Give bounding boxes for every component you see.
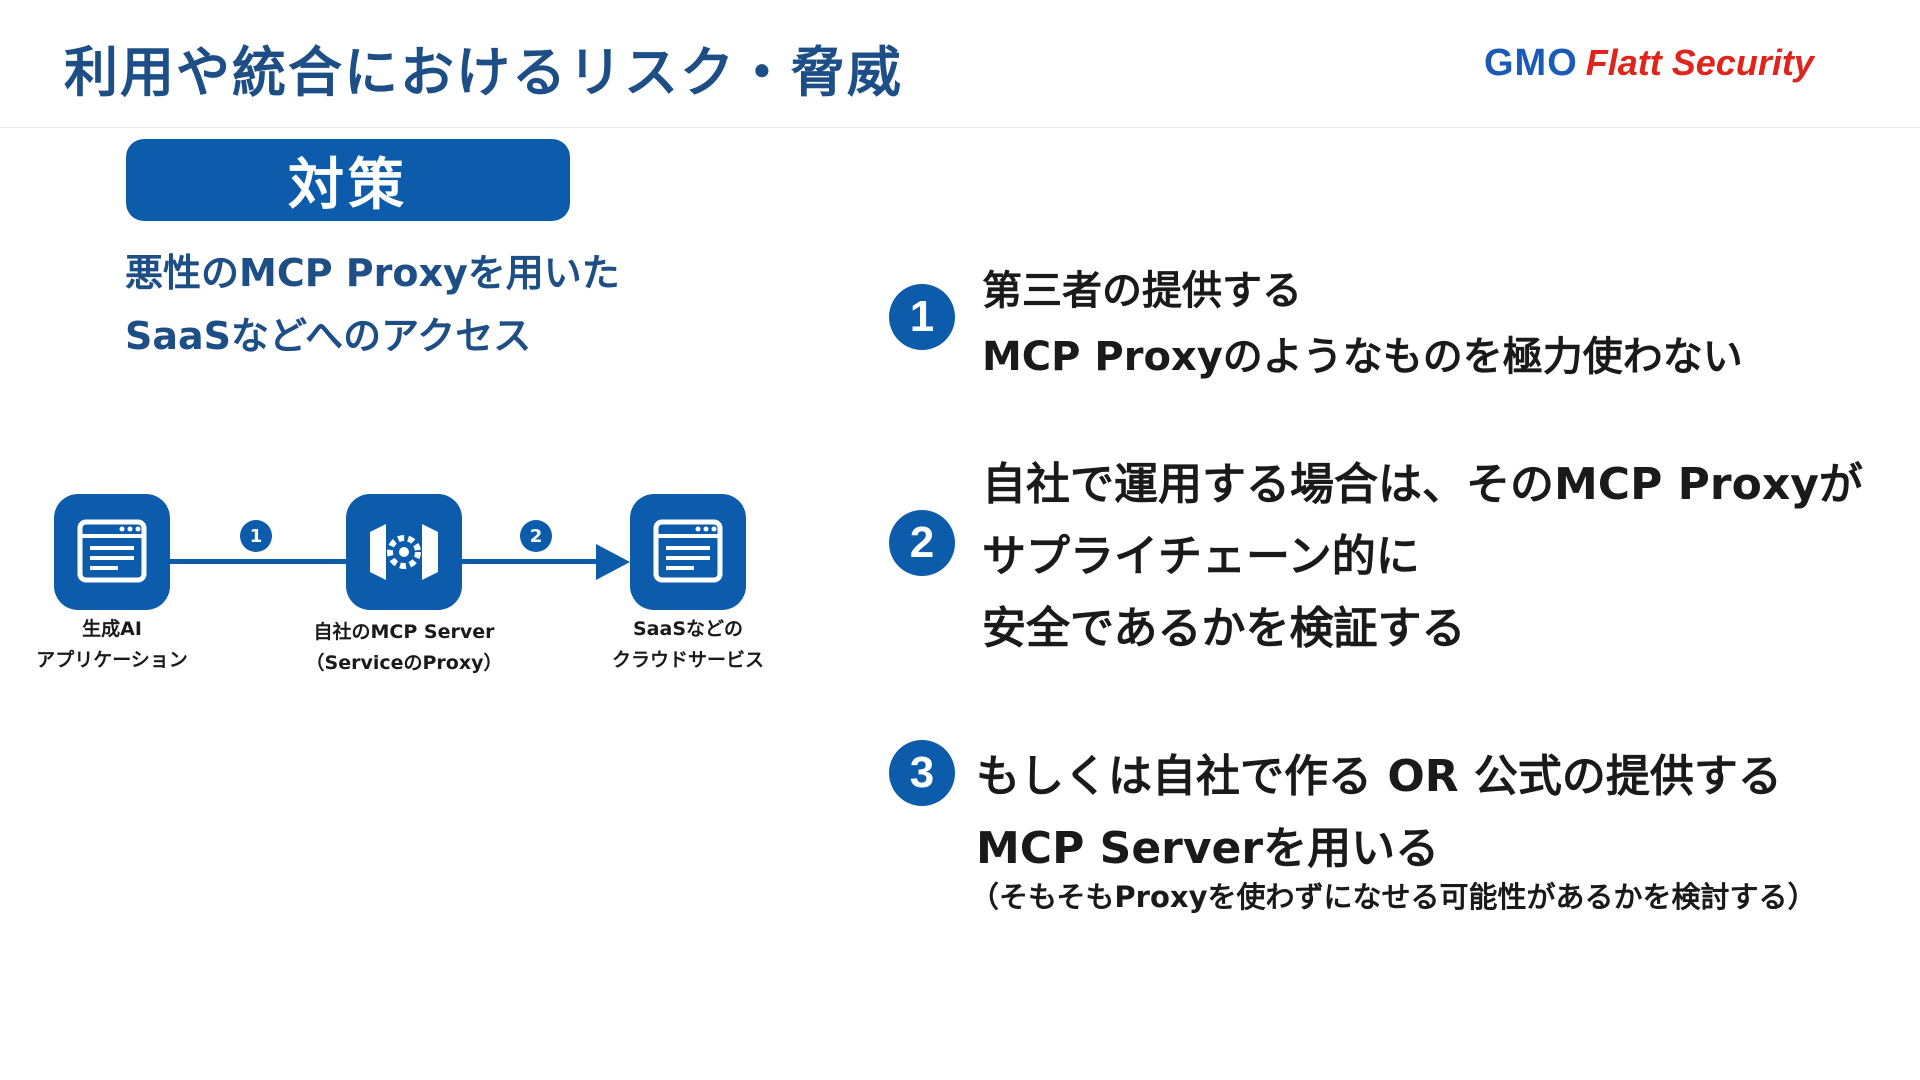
arrowhead-icon (596, 544, 630, 580)
node-ai-app (54, 494, 170, 610)
measure-2-line-1: 自社で運用する場合は、そのMCP Proxyが (982, 459, 1863, 510)
step-marker-2: 2 (520, 520, 552, 552)
step-marker-1: 1 (240, 520, 272, 552)
countermeasure-badge: 対策 (126, 139, 570, 221)
measure-2-line-3: 安全であるかを検証する (982, 603, 1466, 654)
measure-3-line-2: MCP Serverを用いる (976, 823, 1440, 874)
measure-3-note: （そもそもProxyを使わずになせる可能性があるかを検討する） (970, 880, 1817, 914)
browser-window-icon (77, 519, 147, 583)
node-label-line: （ServiceのProxy） (305, 652, 503, 674)
node-label-ai-app: 生成AI アプリケーション (36, 614, 188, 676)
node-label-line: SaaSなどの (632, 618, 744, 640)
number-badge-3: 3 (889, 740, 955, 806)
logo-flatt-text: Flatt Security (1585, 42, 1814, 83)
slide-title: 利用や統合におけるリスク・脅威 (64, 41, 903, 104)
header-divider (0, 127, 1920, 128)
node-label-saas: SaaSなどの クラウドサービス (612, 614, 764, 676)
number-badge-1: 1 (889, 284, 955, 350)
connector-line-1 (168, 559, 354, 564)
node-label-line: 自社のMCP Server (313, 621, 495, 643)
measure-1-line-1: 第三者の提供する (982, 268, 1302, 314)
node-label-mcp-server: 自社のMCP Server （ServiceのProxy） (306, 617, 503, 679)
node-label-line: アプリケーション (36, 649, 188, 671)
node-label-line: クラウドサービス (611, 649, 765, 671)
node-mcp-server (346, 494, 462, 610)
measure-3-line-1: もしくは自社で作る OR 公式の提供する (976, 751, 1782, 802)
logo-gmo-text: GMO (1484, 42, 1578, 84)
connector-line-2 (460, 559, 600, 564)
mcp-proxy-gear-icon (370, 524, 438, 580)
measure-1-line-2: MCP Proxyのようなものを極力使わない (982, 334, 1743, 380)
subtitle-line-1: 悪性のMCP Proxyを用いた (125, 251, 620, 295)
node-saas (630, 494, 746, 610)
measure-2-line-2: サプライチェーン的に (982, 531, 1420, 582)
node-label-line: 生成AI (82, 618, 142, 640)
browser-window-icon (653, 519, 723, 583)
number-badge-2: 2 (889, 510, 955, 576)
subtitle-line-2: SaaSなどへのアクセス (125, 314, 532, 358)
